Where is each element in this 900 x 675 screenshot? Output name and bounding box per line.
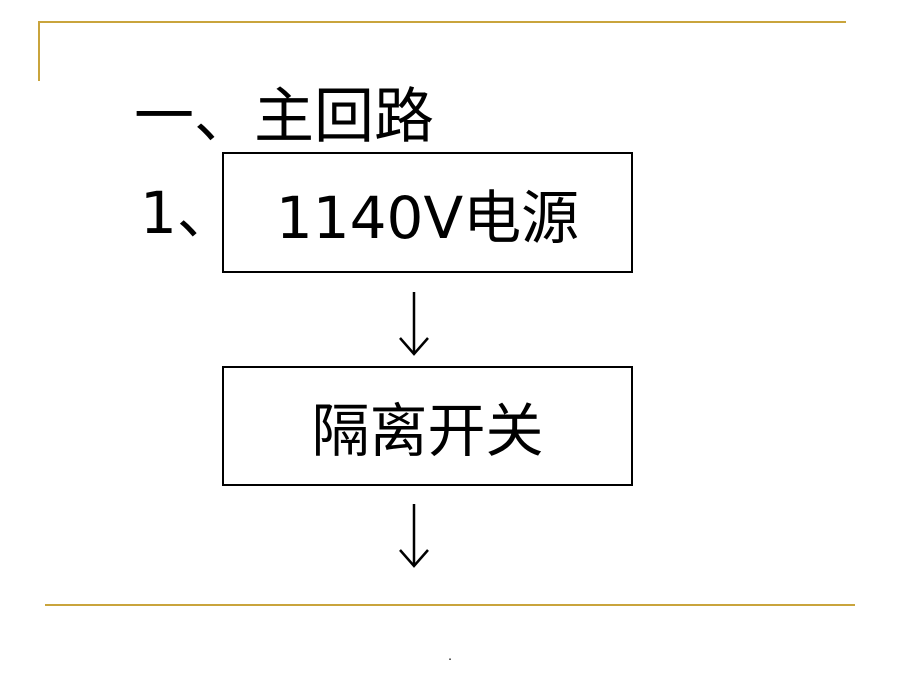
step-number: 1、 bbox=[140, 179, 235, 247]
flow-box-power-source: 1140V电源 bbox=[222, 152, 633, 273]
top-rule bbox=[38, 21, 846, 23]
down-arrow-icon bbox=[399, 504, 429, 568]
slide-title: 一、主回路 bbox=[134, 82, 434, 152]
flow-box-label: 隔离开关 bbox=[311, 397, 544, 465]
footer-mark: . bbox=[448, 649, 452, 663]
bottom-rule bbox=[45, 604, 855, 606]
down-arrow-icon bbox=[399, 292, 429, 356]
left-rule bbox=[38, 21, 40, 81]
flow-box-isolating-switch: 隔离开关 bbox=[222, 366, 633, 486]
flow-box-label: 1140V电源 bbox=[275, 183, 580, 252]
